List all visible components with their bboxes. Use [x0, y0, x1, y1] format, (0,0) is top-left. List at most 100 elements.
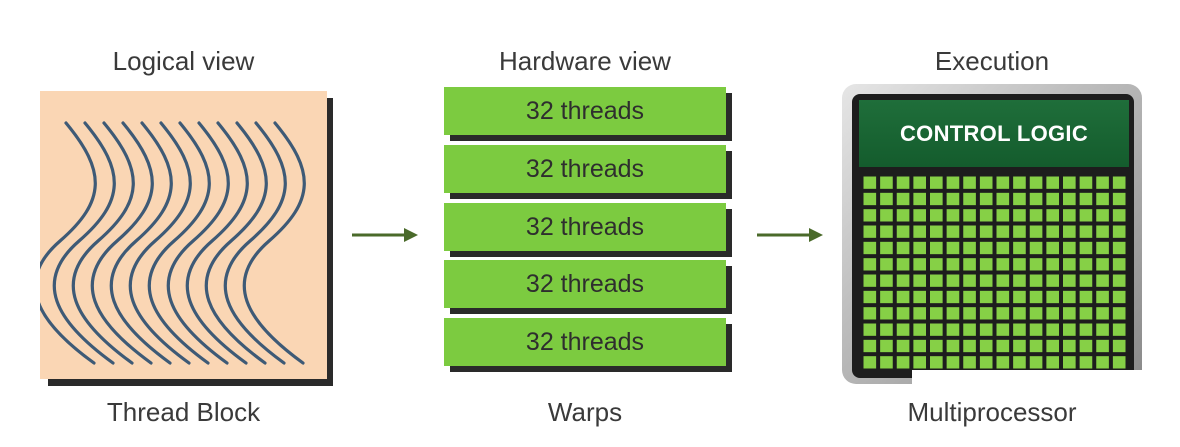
core-cell: [1096, 209, 1109, 222]
core-cell: [1112, 192, 1126, 206]
core-cell: [1079, 192, 1093, 206]
core-cell: [880, 323, 893, 336]
threads-illustration: [40, 121, 306, 365]
thread-line: [223, 121, 287, 365]
core-cell: [896, 290, 910, 304]
thread-line: [40, 121, 97, 365]
core-cell: [996, 290, 1010, 304]
core-cell: [1046, 323, 1060, 336]
core-cell: [913, 323, 927, 336]
core-cell: [930, 339, 943, 353]
core-cell: [896, 356, 910, 369]
cores-grid: [863, 176, 1126, 369]
core-cell: [896, 176, 910, 189]
core-cell: [996, 339, 1010, 353]
core-cell: [1029, 339, 1043, 353]
control-logic-block: CONTROL LOGIC: [859, 100, 1129, 167]
core-cell: [913, 225, 927, 238]
core-cell: [1013, 356, 1026, 369]
core-cell: [1096, 274, 1109, 287]
core-cell: [1063, 241, 1076, 255]
core-cell: [1046, 241, 1060, 255]
core-cell: [880, 307, 893, 320]
execution-heading: Execution: [934, 46, 1050, 76]
thread-block-caption: Thread Block: [106, 397, 261, 427]
core-cell: [1112, 323, 1126, 336]
core-cell: [880, 274, 893, 287]
core-cell: [946, 307, 960, 320]
core-cell: [896, 225, 910, 238]
core-cell: [946, 176, 960, 189]
core-cell: [1079, 209, 1093, 222]
core-cell: [979, 176, 993, 189]
arrow-right-icon: [352, 228, 418, 242]
core-cell: [896, 241, 910, 255]
core-cell: [963, 274, 976, 287]
core-cell: [996, 307, 1010, 320]
core-cell: [913, 274, 927, 287]
core-cell: [1096, 176, 1109, 189]
core-cell: [1112, 209, 1126, 222]
core-cell: [963, 290, 976, 304]
core-cell: [1046, 356, 1060, 369]
thread-line: [204, 121, 268, 365]
core-cell: [996, 225, 1010, 238]
core-cell: [1063, 209, 1076, 222]
core-cell: [1046, 209, 1060, 222]
core-cell: [896, 209, 910, 222]
core-cell: [1013, 209, 1026, 222]
core-cell: [979, 241, 993, 255]
core-cell: [896, 323, 910, 336]
core-cell: [1013, 258, 1026, 271]
core-cell: [863, 192, 877, 206]
core-cell: [963, 176, 976, 189]
core-cell: [1063, 356, 1076, 369]
core-cell: [979, 274, 993, 287]
core-cell: [1013, 241, 1026, 255]
core-cell: [863, 290, 877, 304]
core-cell: [1029, 356, 1043, 369]
core-cell: [963, 339, 976, 353]
core-cell: [996, 323, 1010, 336]
core-cell: [946, 356, 960, 369]
core-cell: [1046, 225, 1060, 238]
core-cell: [1112, 356, 1126, 369]
warp-4: 32 threads: [444, 260, 726, 308]
core-cell: [1013, 307, 1026, 320]
core-cell: [1013, 323, 1026, 336]
warp-5: 32 threads: [444, 318, 726, 366]
core-cell: [930, 356, 943, 369]
core-cell: [1063, 225, 1076, 238]
core-cell: [1096, 339, 1109, 353]
core-cell: [896, 192, 910, 206]
logical-view-heading: Logical view: [112, 46, 255, 76]
core-cell: [863, 241, 877, 255]
core-cell: [1112, 258, 1126, 271]
core-cell: [1029, 176, 1043, 189]
core-cell: [863, 176, 877, 189]
core-cell: [930, 209, 943, 222]
core-cell: [963, 323, 976, 336]
core-cell: [863, 307, 877, 320]
core-cell: [930, 225, 943, 238]
core-cell: [1029, 192, 1043, 206]
core-cell: [1096, 307, 1109, 320]
warp-1: 32 threads: [444, 87, 726, 135]
core-cell: [1063, 339, 1076, 353]
core-cell: [930, 290, 943, 304]
core-cell: [913, 339, 927, 353]
core-cell: [913, 258, 927, 271]
core-cell: [896, 258, 910, 271]
core-cell: [1013, 339, 1026, 353]
warp-3: 32 threads: [444, 203, 726, 251]
core-cell: [996, 176, 1010, 189]
core-cell: [963, 241, 976, 255]
core-cell: [1029, 258, 1043, 271]
core-cell: [946, 225, 960, 238]
core-cell: [996, 274, 1010, 287]
thread-line: [52, 121, 116, 365]
core-cell: [1013, 176, 1026, 189]
core-cell: [1013, 192, 1026, 206]
core-cell: [880, 241, 893, 255]
thread-line: [147, 121, 211, 365]
